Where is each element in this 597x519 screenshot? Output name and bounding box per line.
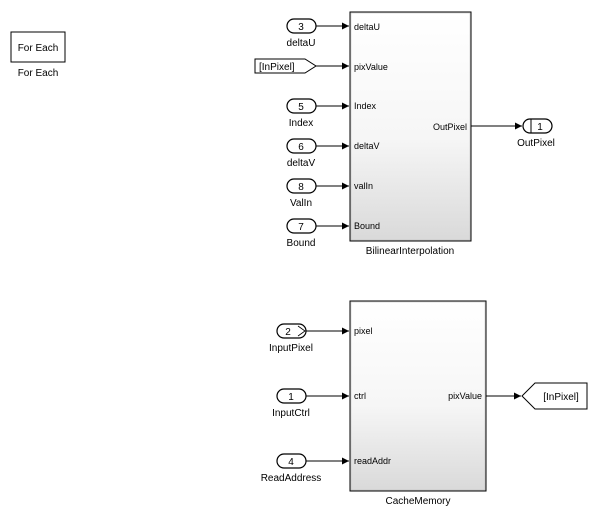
from-block-tag: [InPixel]	[259, 62, 295, 73]
inport-bound[interactable]: 7	[286, 218, 317, 234]
inport-deltaV[interactable]: 6	[286, 138, 317, 154]
bilinear-port-index: Index	[354, 101, 377, 111]
inport-valIn[interactable]: 8	[286, 178, 317, 194]
inport-deltaU-number: 3	[298, 22, 304, 33]
inport-input-pixel[interactable]: 2	[276, 323, 307, 339]
bilinear-port-pixValue: pixValue	[354, 62, 388, 72]
for-each-block[interactable]: For Each	[10, 31, 66, 63]
bilinear-port-deltaV: deltaV	[354, 141, 380, 151]
from-block-inpixel[interactable]: [InPixel]	[254, 58, 317, 74]
bilinear-interpolation-name: BilinearInterpolation	[366, 246, 454, 257]
inport-input-pixel-number: 2	[285, 327, 291, 338]
inport-valIn-name: ValIn	[290, 198, 312, 209]
bilinear-port-deltaU: deltaU	[354, 22, 380, 32]
cache-port-pixel: pixel	[354, 326, 373, 336]
inport-input-ctrl-number: 1	[288, 392, 294, 403]
inport-read-address-name: ReadAddress	[261, 473, 322, 484]
for-each-caption: For Each	[18, 68, 59, 79]
inport-bound-number: 7	[298, 222, 304, 233]
outport-outpixel-name: OutPixel	[517, 138, 555, 149]
bilinear-port-outpixel: OutPixel	[433, 122, 467, 132]
cache-memory-block[interactable]: pixel ctrl readAddr pixValue	[349, 300, 487, 492]
inport-input-ctrl[interactable]: 1	[276, 388, 307, 404]
inport-deltaU[interactable]: 3	[286, 18, 317, 34]
cache-memory-name: CacheMemory	[385, 496, 450, 507]
cache-port-ctrl: ctrl	[354, 391, 366, 401]
goto-block-tag: [InPixel]	[543, 392, 579, 403]
outport-outpixel-number: 1	[537, 122, 543, 133]
inport-deltaV-name: deltaV	[287, 158, 316, 169]
inport-bound-name: Bound	[287, 238, 316, 249]
inport-read-address[interactable]: 4	[276, 453, 307, 469]
inport-read-address-number: 4	[288, 457, 294, 468]
bilinear-port-bound: Bound	[354, 221, 380, 231]
cache-port-readaddr: readAddr	[354, 456, 391, 466]
for-each-block-label: For Each	[18, 43, 59, 54]
outport-outpixel[interactable]: 1	[522, 118, 553, 134]
inport-deltaU-name: deltaU	[287, 38, 316, 49]
inport-input-pixel-name: InputPixel	[269, 343, 313, 354]
inport-deltaV-number: 6	[298, 142, 304, 153]
inport-valIn-number: 8	[298, 182, 304, 193]
inport-index-name: Index	[289, 118, 313, 129]
cache-port-pixvalue: pixValue	[448, 391, 482, 401]
bilinear-port-valIn: valIn	[354, 181, 373, 191]
inport-index-number: 5	[298, 102, 304, 113]
inport-input-ctrl-name: InputCtrl	[272, 408, 310, 419]
inport-index[interactable]: 5	[286, 98, 317, 114]
bilinear-interpolation-block[interactable]: deltaU pixValue Index deltaV valIn Bound…	[349, 11, 472, 242]
goto-block-inpixel[interactable]: [InPixel]	[521, 382, 588, 410]
